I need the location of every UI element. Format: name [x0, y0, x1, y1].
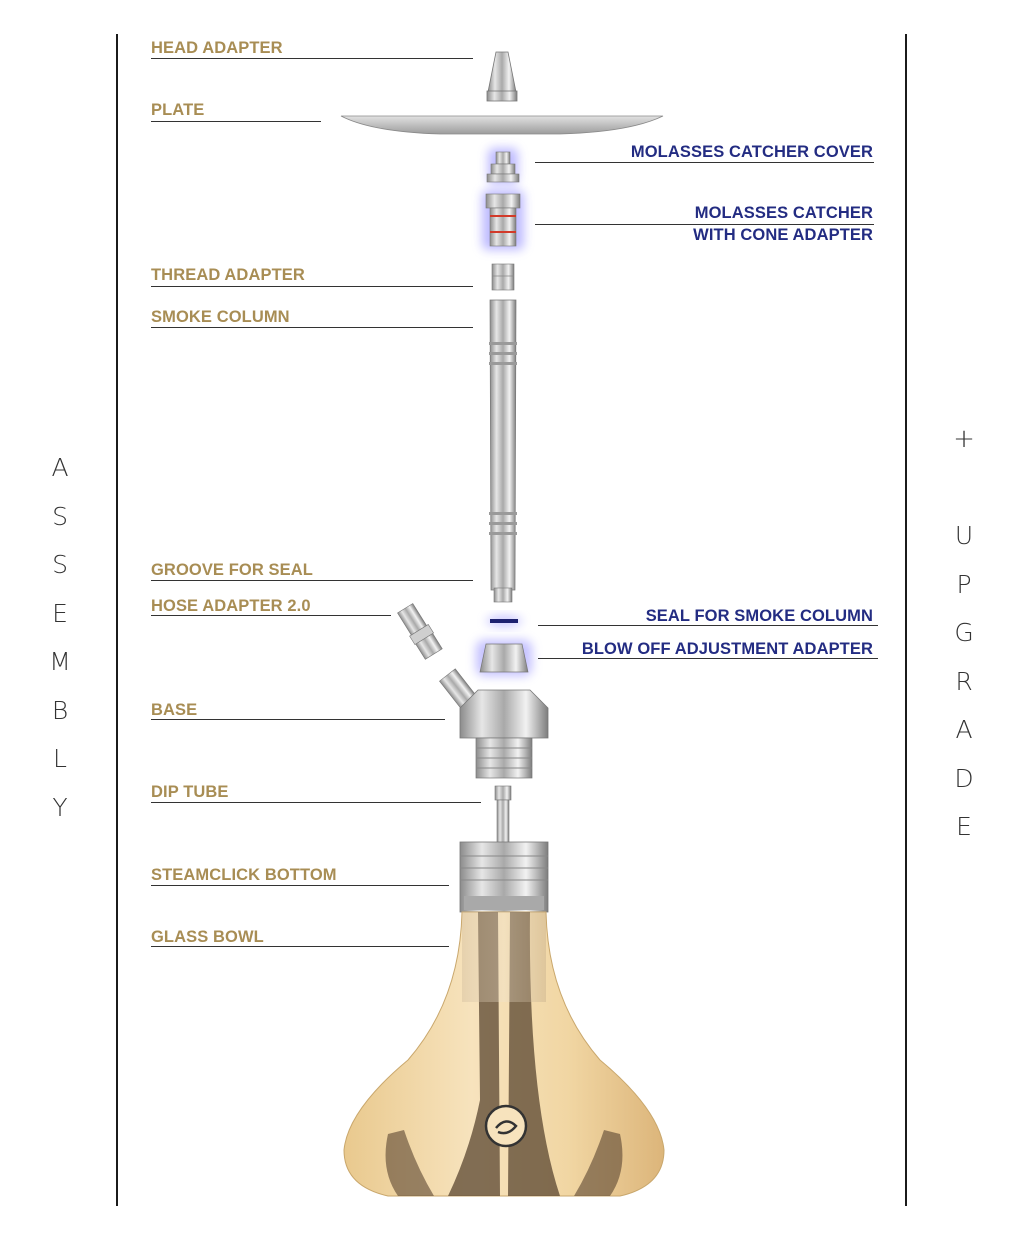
- plate-part: [340, 115, 664, 135]
- label-hose-adapter: HOSE ADAPTER 2.0: [151, 597, 311, 615]
- blow-off-adapter-part: [476, 640, 532, 676]
- hose-adapter-part: [397, 603, 443, 660]
- leader-plate: [151, 121, 321, 122]
- left-divider-line: [116, 34, 118, 1206]
- molasses-catcher-cover-part: [486, 148, 520, 184]
- assembly-letter: A: [51, 453, 69, 482]
- label-base: BASE: [151, 701, 198, 719]
- thread-adapter-part: [491, 263, 515, 291]
- smoke-column-part: [489, 299, 517, 603]
- leader-molasses-catcher: [535, 224, 874, 225]
- upgrade-letter: R: [955, 666, 973, 696]
- assembly-letter: M: [49, 647, 71, 676]
- head-adapter-part: [486, 51, 518, 102]
- upgrade-vertical-title: U P G R A D E: [950, 512, 978, 852]
- assembly-letter: E: [52, 598, 68, 628]
- label-molasses-catcher-line2: WITH CONE ADAPTER: [693, 226, 873, 244]
- leader-hose-adapter: [151, 615, 391, 616]
- glass-bowl-part: [343, 911, 665, 1197]
- upgrade-plus-sign: +: [953, 424, 975, 454]
- label-steamclick-bottom: STEAMCLICK BOTTOM: [151, 866, 337, 884]
- assembly-letter: B: [51, 695, 69, 725]
- leader-glass-bowl: [151, 946, 449, 947]
- base-part: [439, 668, 549, 779]
- seal-part: [486, 616, 522, 626]
- label-glass-bowl: GLASS BOWL: [151, 928, 264, 946]
- leader-steamclick-bottom: [151, 885, 449, 886]
- label-plate: PLATE: [151, 101, 205, 119]
- upgrade-letter: P: [956, 569, 972, 599]
- upgrade-letter: G: [954, 618, 974, 647]
- upgrade-letter: U: [954, 521, 974, 550]
- label-seal-for-smoke-column: SEAL FOR SMOKE COLUMN: [645, 607, 873, 625]
- label-molasses-catcher-cover: MOLASSES CATCHER COVER: [630, 143, 873, 161]
- assembly-letter: S: [52, 550, 68, 579]
- label-groove-for-seal: GROOVE FOR SEAL: [151, 561, 313, 579]
- leader-blow-off-adjustment-adapter: [538, 658, 878, 659]
- dip-tube-part: [494, 785, 512, 845]
- upgrade-letter: E: [956, 812, 972, 841]
- assembly-vertical-title: A S S E M B L Y: [46, 444, 74, 832]
- label-molasses-catcher-line1: MOLASSES CATCHER: [694, 204, 873, 222]
- assembly-letter: L: [53, 744, 67, 773]
- label-dip-tube: DIP TUBE: [151, 783, 229, 801]
- label-head-adapter: HEAD ADAPTER: [151, 39, 283, 57]
- right-divider-line: [905, 34, 907, 1206]
- label-smoke-column: SMOKE COLUMN: [151, 308, 290, 326]
- leader-smoke-column: [151, 327, 473, 328]
- leader-seal-for-smoke-column: [538, 625, 878, 626]
- assembly-letter: Y: [52, 792, 68, 822]
- leader-groove-for-seal: [151, 580, 473, 581]
- molasses-catcher-part: [482, 190, 524, 250]
- leader-base: [151, 719, 445, 720]
- leader-thread-adapter: [151, 286, 473, 287]
- assembly-letter: S: [52, 501, 68, 531]
- steamclick-bottom-part: [459, 841, 549, 913]
- upgrade-letter: D: [954, 763, 974, 793]
- upgrade-letter: A: [955, 715, 973, 744]
- label-blow-off-adjustment-adapter: BLOW OFF ADJUSTMENT ADAPTER: [581, 640, 873, 658]
- label-thread-adapter: THREAD ADAPTER: [151, 266, 305, 284]
- leader-molasses-catcher-cover: [535, 162, 874, 163]
- leader-head-adapter: [151, 58, 473, 59]
- leader-dip-tube: [151, 802, 481, 803]
